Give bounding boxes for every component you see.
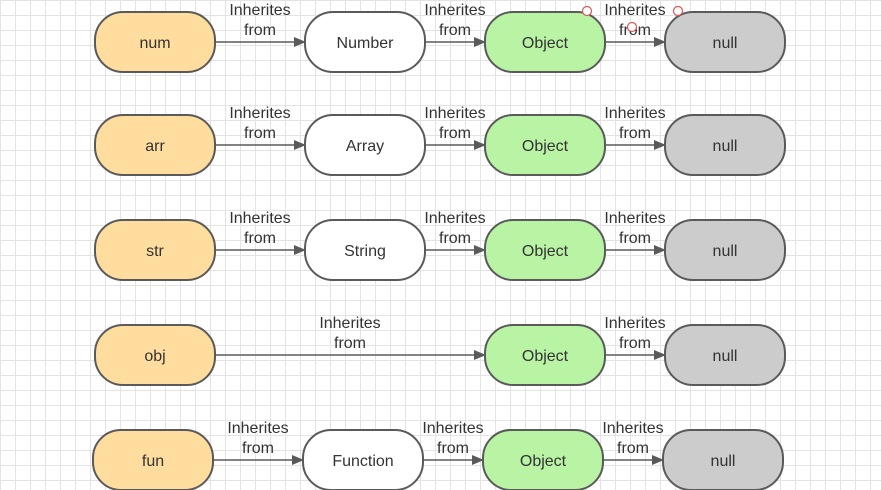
node-number-label: Number bbox=[337, 35, 395, 52]
edge-object-to-null-row-4-label-line2: from bbox=[619, 335, 651, 352]
edge-object-to-null-row-2-label-line1: Inherites bbox=[604, 105, 665, 122]
node-object-row-5[interactable]: Object bbox=[482, 429, 604, 490]
node-null-row-3-shape bbox=[664, 219, 786, 281]
node-null-row-5-shape bbox=[662, 429, 784, 490]
edge-object-to-null-row-2-label-line2: from bbox=[619, 125, 651, 142]
node-null-row-2-label: null bbox=[713, 138, 738, 155]
edge-fun-to-function-label-line2: from bbox=[242, 440, 274, 457]
node-null-row-4-shape bbox=[664, 324, 786, 386]
node-null-row-5-label: null bbox=[711, 453, 736, 470]
node-number[interactable]: Number bbox=[304, 11, 426, 73]
edge-object-to-null-row-5-label-line1: Inherites bbox=[602, 420, 663, 437]
edge-object-to-null-row-1-label-line1: Inherites bbox=[604, 2, 665, 19]
edge-obj-to-object[interactable]: Inherites from bbox=[215, 315, 486, 360]
node-null-row-1-label: null bbox=[713, 35, 738, 52]
edge-fun-to-function[interactable]: Inherites from bbox=[213, 420, 304, 465]
node-arr[interactable]: arr bbox=[94, 114, 216, 176]
node-object-row-2-label: Object bbox=[522, 138, 569, 155]
node-object-row-3-label: Object bbox=[522, 243, 569, 260]
node-array[interactable]: Array bbox=[304, 114, 426, 176]
edge-array-to-object[interactable]: Inherites from bbox=[424, 105, 486, 150]
edge-array-to-object-label-line2: from bbox=[439, 125, 471, 142]
edge-string-to-object-label-line1: Inherites bbox=[424, 210, 485, 227]
edge-function-to-object-label-line2: from bbox=[437, 440, 469, 457]
selection-handle-2[interactable] bbox=[626, 21, 638, 33]
node-null-row-4[interactable]: null bbox=[664, 324, 786, 386]
node-function-label: Function bbox=[332, 453, 393, 470]
selection-handle-1[interactable] bbox=[581, 5, 593, 17]
edge-number-to-object[interactable]: Inherites from bbox=[424, 2, 486, 47]
node-string-label: String bbox=[344, 243, 386, 260]
edge-str-to-string-label-line1: Inherites bbox=[229, 210, 290, 227]
node-null-row-4-label: null bbox=[713, 348, 738, 365]
edge-number-to-object-label-line2: from bbox=[439, 22, 471, 39]
edge-str-to-string[interactable]: Inherites from bbox=[215, 210, 306, 255]
node-object-row-5-label: Object bbox=[520, 453, 567, 470]
edge-num-to-number-label-line2: from bbox=[244, 22, 276, 39]
node-null-row-1[interactable]: null bbox=[664, 11, 786, 73]
node-null-row-1-shape bbox=[664, 11, 786, 73]
edge-object-to-null-row-5[interactable]: Inherites from bbox=[602, 420, 664, 465]
node-num[interactable]: num bbox=[94, 11, 216, 73]
edge-function-to-object[interactable]: Inherites from bbox=[422, 420, 484, 465]
edge-object-to-null-row-4-label-line1: Inherites bbox=[604, 315, 665, 332]
node-function[interactable]: Function bbox=[302, 429, 424, 490]
edge-arr-to-array[interactable]: Inherites from bbox=[215, 105, 306, 150]
edge-object-to-null-row-2[interactable]: Inherites from bbox=[604, 105, 666, 150]
node-string[interactable]: String bbox=[304, 219, 426, 281]
node-str-label: str bbox=[146, 243, 164, 260]
node-array-label: Array bbox=[346, 138, 384, 155]
node-object-row-1-label: Object bbox=[522, 35, 569, 52]
node-null-row-5[interactable]: null bbox=[662, 429, 784, 490]
node-null-row-2-shape bbox=[664, 114, 786, 176]
edge-object-to-null-row-3[interactable]: Inherites from bbox=[604, 210, 666, 255]
node-arr-label: arr bbox=[145, 138, 165, 155]
edge-array-to-object-label-line1: Inherites bbox=[424, 105, 485, 122]
edge-string-to-object-label-line2: from bbox=[439, 230, 471, 247]
node-object-row-4[interactable]: Object bbox=[484, 324, 606, 386]
edge-object-to-null-row-5-label-line2: from bbox=[617, 440, 649, 457]
node-null-row-3[interactable]: null bbox=[664, 219, 786, 281]
node-object-row-2[interactable]: Object bbox=[484, 114, 606, 176]
node-object-row-4-label: Object bbox=[522, 348, 569, 365]
node-str[interactable]: str bbox=[94, 219, 216, 281]
edge-object-to-null-row-4[interactable]: Inherites from bbox=[604, 315, 666, 360]
node-null-row-3-label: null bbox=[713, 243, 738, 260]
node-fun-label: fun bbox=[142, 453, 164, 470]
edge-str-to-string-label-line2: from bbox=[244, 230, 276, 247]
node-object-row-1[interactable]: Object bbox=[484, 11, 606, 73]
selection-handle-3[interactable] bbox=[672, 5, 684, 17]
edge-number-to-object-label-line1: Inherites bbox=[424, 2, 485, 19]
edge-num-to-number-label-line1: Inherites bbox=[229, 2, 290, 19]
node-obj-label: obj bbox=[144, 348, 165, 365]
edge-function-to-object-label-line1: Inherites bbox=[422, 420, 483, 437]
edge-num-to-number[interactable]: Inherites from bbox=[215, 2, 306, 47]
edge-arr-to-array-label-line2: from bbox=[244, 125, 276, 142]
edge-obj-to-object-label-line1: Inherites bbox=[319, 315, 380, 332]
node-obj[interactable]: obj bbox=[94, 324, 216, 386]
edge-arr-to-array-label-line1: Inherites bbox=[229, 105, 290, 122]
node-null-row-2[interactable]: null bbox=[664, 114, 786, 176]
node-num-label: num bbox=[139, 35, 170, 52]
node-fun[interactable]: fun bbox=[92, 429, 214, 490]
node-object-row-3[interactable]: Object bbox=[484, 219, 606, 281]
edge-object-to-null-row-3-label-line2: from bbox=[619, 230, 651, 247]
edge-object-to-null-row-3-label-line1: Inherites bbox=[604, 210, 665, 227]
edge-fun-to-function-label-line1: Inherites bbox=[227, 420, 288, 437]
edge-string-to-object[interactable]: Inherites from bbox=[424, 210, 486, 255]
edge-obj-to-object-label-line2: from bbox=[334, 335, 366, 352]
